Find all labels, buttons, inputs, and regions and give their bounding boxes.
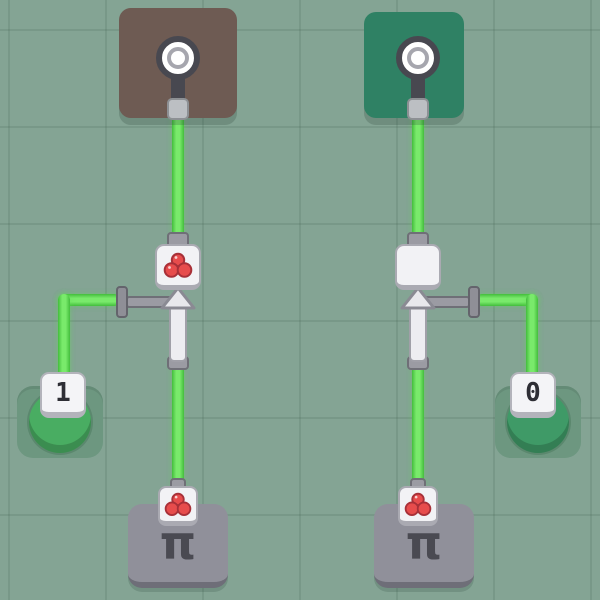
wire-segment[interactable] — [412, 114, 424, 244]
input-value-tile-right[interactable]: 0 — [510, 372, 556, 418]
input-value-tile-left[interactable]: 1 — [40, 372, 86, 418]
wire-segment[interactable] — [172, 114, 184, 244]
wire-segment[interactable] — [58, 294, 120, 306]
cherry-icon — [164, 492, 192, 516]
lamp-base — [407, 98, 429, 120]
cherry-tag-right[interactable] — [398, 486, 438, 526]
wire-segment[interactable] — [412, 364, 424, 490]
lamp-stem — [171, 76, 185, 102]
cherry-filter-left[interactable] — [155, 244, 201, 290]
pi-source-left[interactable]: π — [128, 504, 228, 588]
lamp-lens-icon — [407, 47, 429, 69]
cherry-icon — [163, 252, 193, 278]
lamp-icon — [396, 36, 440, 80]
lamp-icon — [156, 36, 200, 80]
wire-segment[interactable] — [172, 364, 184, 490]
connector-plug-right[interactable] — [468, 286, 480, 318]
lamp-lens-icon — [167, 47, 189, 69]
input-value-label: 0 — [525, 378, 541, 408]
connector-plug-left[interactable] — [116, 286, 128, 318]
valve-up-icon[interactable] — [160, 286, 196, 310]
wire-segment[interactable] — [526, 294, 538, 380]
lamp-stem — [411, 76, 425, 102]
input-value-label: 1 — [55, 378, 71, 408]
wire-segment[interactable] — [58, 294, 70, 380]
cherry-icon — [404, 492, 432, 516]
plain-component-right[interactable] — [395, 244, 441, 290]
wire-segment[interactable] — [476, 294, 538, 306]
cherry-tag-left[interactable] — [158, 486, 198, 526]
lamp-base — [167, 98, 189, 120]
valve-up-icon[interactable] — [400, 286, 436, 310]
